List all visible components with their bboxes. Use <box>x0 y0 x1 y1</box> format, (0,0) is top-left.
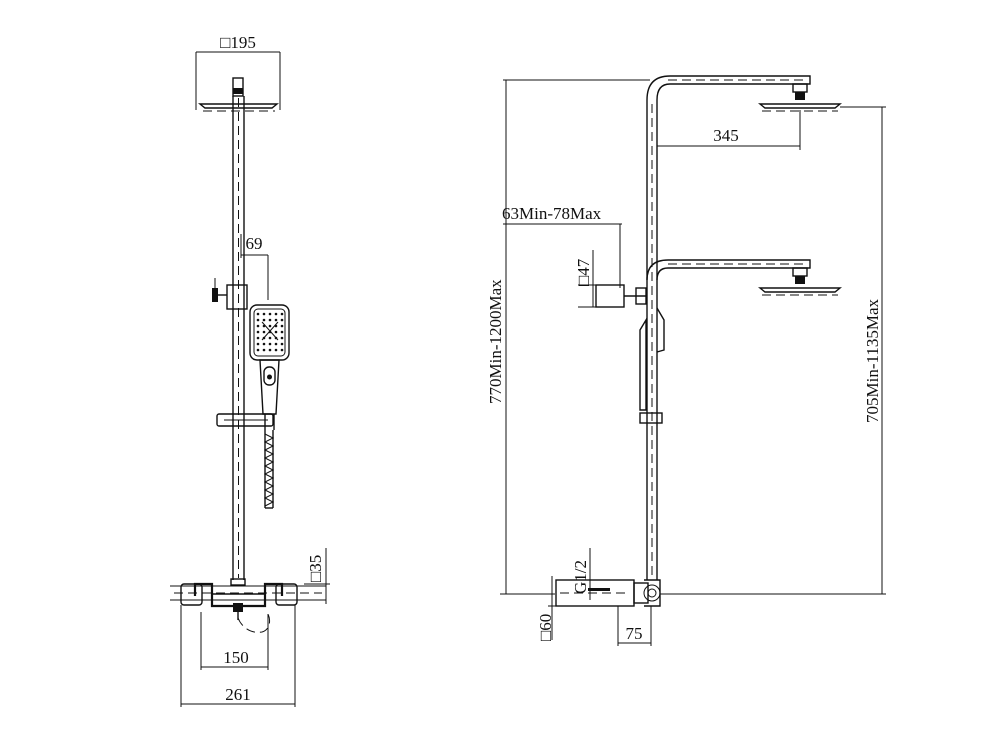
side-hand-shower <box>639 307 665 424</box>
dim-head-size: □195 <box>220 33 256 52</box>
side-valve: G1/2 □60 75 <box>536 548 661 646</box>
side-height-dimensions: 770Min-1200Max 705Min-1135Max <box>486 79 886 595</box>
dim-head-height: 705Min-1135Max <box>863 298 882 423</box>
dim-bar-tube: □35 <box>306 555 325 582</box>
dim-handshower-width: 69 <box>246 234 263 253</box>
dim-inlet-thread: G1/2 <box>571 560 590 594</box>
front-hose <box>263 430 275 509</box>
dim-valve-width: 261 <box>225 685 251 704</box>
side-lower-arm <box>646 259 842 296</box>
side-view: 770Min-1200Max 705Min-1135Max 345 <box>486 75 886 646</box>
dim-wall-distance: 63Min-78Max <box>502 204 602 223</box>
spray-nozzles <box>256 312 284 352</box>
side-upper-arm: 345 <box>646 75 842 150</box>
side-wall-bracket: 63Min-78Max □47 <box>502 204 647 308</box>
front-rail <box>232 96 245 580</box>
dim-arm-length: 345 <box>713 126 739 145</box>
front-shower-head: □195 <box>195 33 281 112</box>
dim-valve-depth: 75 <box>626 624 643 643</box>
front-view: □195 69 <box>170 33 330 707</box>
front-hand-shower <box>249 304 290 430</box>
dim-bracket-size: □47 <box>574 258 593 286</box>
front-valve: 150 261 □35 <box>170 548 330 707</box>
dim-valve-size: □60 <box>536 614 555 641</box>
dim-inlet-centers: 150 <box>223 648 249 667</box>
side-riser <box>646 100 658 580</box>
front-dim-69: 69 <box>240 234 269 300</box>
front-slide-holder <box>216 413 274 427</box>
front-holder-bracket <box>212 278 248 310</box>
dim-total-height: 770Min-1200Max <box>486 279 505 404</box>
